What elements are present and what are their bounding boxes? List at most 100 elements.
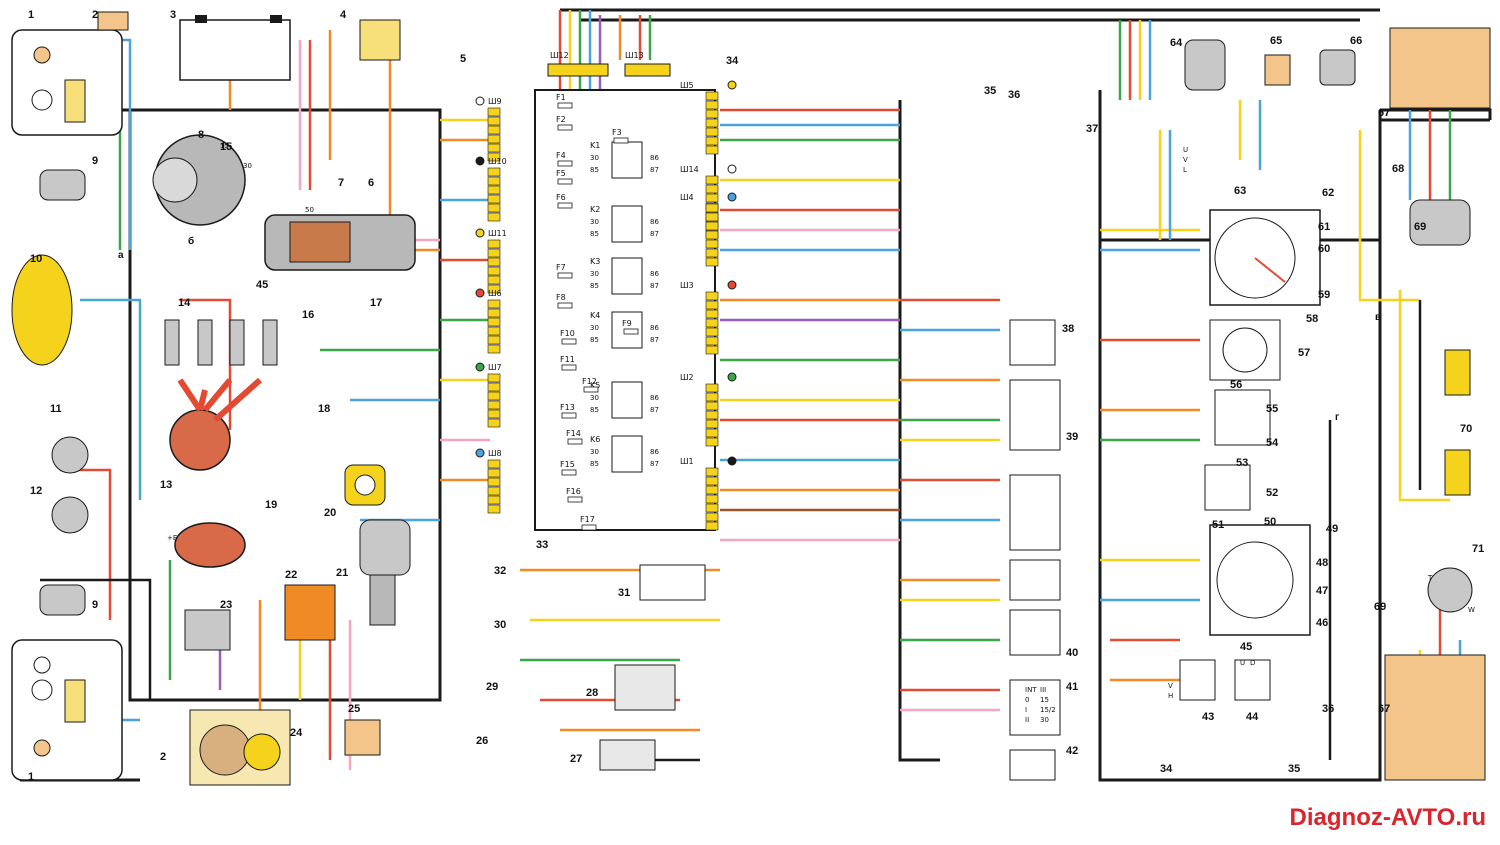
fuse-body: [557, 102, 573, 109]
connector-left-pin: [487, 176, 501, 186]
connector-right-pin: [705, 392, 719, 402]
switch-pin-15: 15: [1040, 696, 1049, 704]
relay-pin: 85: [590, 460, 599, 468]
component-label-17: 17: [370, 297, 382, 309]
connector-right-pin: [705, 318, 719, 328]
component-label-30: 30: [494, 619, 506, 631]
connector-left-pin: [487, 308, 501, 318]
switch-44: [1234, 659, 1271, 701]
connector-left-pin: [487, 194, 501, 204]
connector-sh12: Ш12: [550, 51, 569, 60]
relay-pin: 85: [590, 406, 599, 414]
horn-9-top: [39, 169, 86, 201]
battery-3: [179, 15, 291, 81]
connector-left-dot-1: [475, 96, 485, 106]
connector-right-pin: [705, 257, 719, 267]
watermark-text: Diagnoz-AVTO.ru: [1289, 804, 1486, 831]
connector-left-pin: [487, 299, 501, 309]
relay-pin: 30: [590, 154, 599, 162]
relay-pin: 85: [590, 166, 599, 174]
relay-23: [184, 609, 231, 651]
connector-right-pin: [705, 239, 719, 249]
switch-31: [639, 564, 706, 601]
fuse-f14: F14: [566, 429, 581, 438]
relay-pin: 30: [590, 270, 599, 278]
fuse-f9: F9: [622, 319, 632, 328]
fuse-body: [557, 178, 573, 185]
fuel-pin-w: W: [1468, 606, 1475, 614]
switch-pin-int: INT: [1025, 686, 1037, 694]
instrument-cluster: [1204, 209, 1321, 636]
connector-left-pin: [487, 504, 501, 514]
connector-right-2: Ш14: [680, 165, 699, 174]
component-label-24: 24: [290, 727, 303, 739]
relay-pin: 30: [590, 218, 599, 226]
component-label-40: 40: [1066, 647, 1078, 659]
component-label-42: 42: [1066, 745, 1078, 757]
connector-right-6: Ш1: [680, 457, 694, 466]
component-label-34-b: 34: [1160, 763, 1173, 775]
component-label-65: 65: [1270, 35, 1282, 47]
component-label-1-b: 1: [28, 771, 34, 783]
connector-left-pin: [487, 239, 501, 249]
component-label-26: 26: [476, 735, 488, 747]
relay-body: [611, 205, 643, 243]
component-label-56: 56: [1230, 379, 1242, 391]
component-label-49: 49: [1326, 523, 1338, 535]
connector-right-pin: [705, 521, 719, 531]
relay-pin: 86: [650, 154, 659, 162]
component-label-14: 14: [178, 297, 191, 309]
relay-pin: 85: [590, 336, 599, 344]
connector-right-pin: [705, 230, 719, 240]
component-label-28: 28: [586, 687, 598, 699]
fuse-f6: F6: [556, 193, 566, 202]
component-label-60: 60: [1318, 243, 1330, 255]
rear-wiper-motor-68: [1409, 199, 1471, 246]
connector-right-pin: [705, 437, 719, 447]
connector-left-2: Ш10: [488, 157, 507, 166]
connector-left-pin: [487, 382, 501, 392]
side-repeater-2: [97, 11, 129, 31]
component-label-29: 29: [486, 681, 498, 693]
connector-right-pin: [705, 503, 719, 513]
fuse-body: [581, 524, 597, 531]
component-label-59: 59: [1318, 289, 1330, 301]
connector-right-pin: [705, 248, 719, 258]
connector-left-pin: [487, 317, 501, 327]
connector-right-pin: [705, 100, 719, 110]
switch-pin-15-2: 15/2: [1040, 706, 1056, 714]
relay-k6: K6: [590, 435, 600, 444]
relay-k2: K2: [590, 205, 600, 214]
component-label-35: 35: [984, 85, 996, 97]
component-label-7: 7: [338, 177, 344, 189]
fuse-body: [613, 137, 629, 144]
component-label-71: 71: [1472, 543, 1484, 555]
relay-pin: 86: [650, 394, 659, 402]
heater-motor-64: [1184, 39, 1226, 91]
connector-left-1: Ш9: [488, 97, 502, 106]
fuse-body: [557, 124, 573, 131]
lamp-pin-l: L: [1183, 166, 1187, 174]
connector-right-5: Ш2: [680, 373, 694, 382]
component-label-41: 41: [1066, 681, 1078, 693]
top-connectors: Ш12 Ш13: [547, 51, 671, 77]
lamp-pin-v: V: [1183, 156, 1188, 164]
fuse-f2: F2: [556, 115, 566, 124]
radiator-fan-10: [11, 254, 73, 366]
spark-plugs-14: [164, 319, 278, 366]
connector-left-pin: [487, 152, 501, 162]
fuse-body: [557, 202, 573, 209]
connector-left-pin: [487, 143, 501, 153]
washer-reservoir-24: [189, 709, 291, 786]
component-label-55: 55: [1266, 403, 1278, 415]
component-label-37: 37: [1086, 123, 1098, 135]
generator-8: [152, 134, 246, 226]
pin-labels: 15 30 50 +Б INT 0 I II III 15 15/2 30 T …: [167, 142, 1475, 724]
component-label-45: 45: [256, 279, 268, 291]
switch-pin-0: 0: [1025, 696, 1029, 704]
component-label-39: 39: [1066, 431, 1078, 443]
